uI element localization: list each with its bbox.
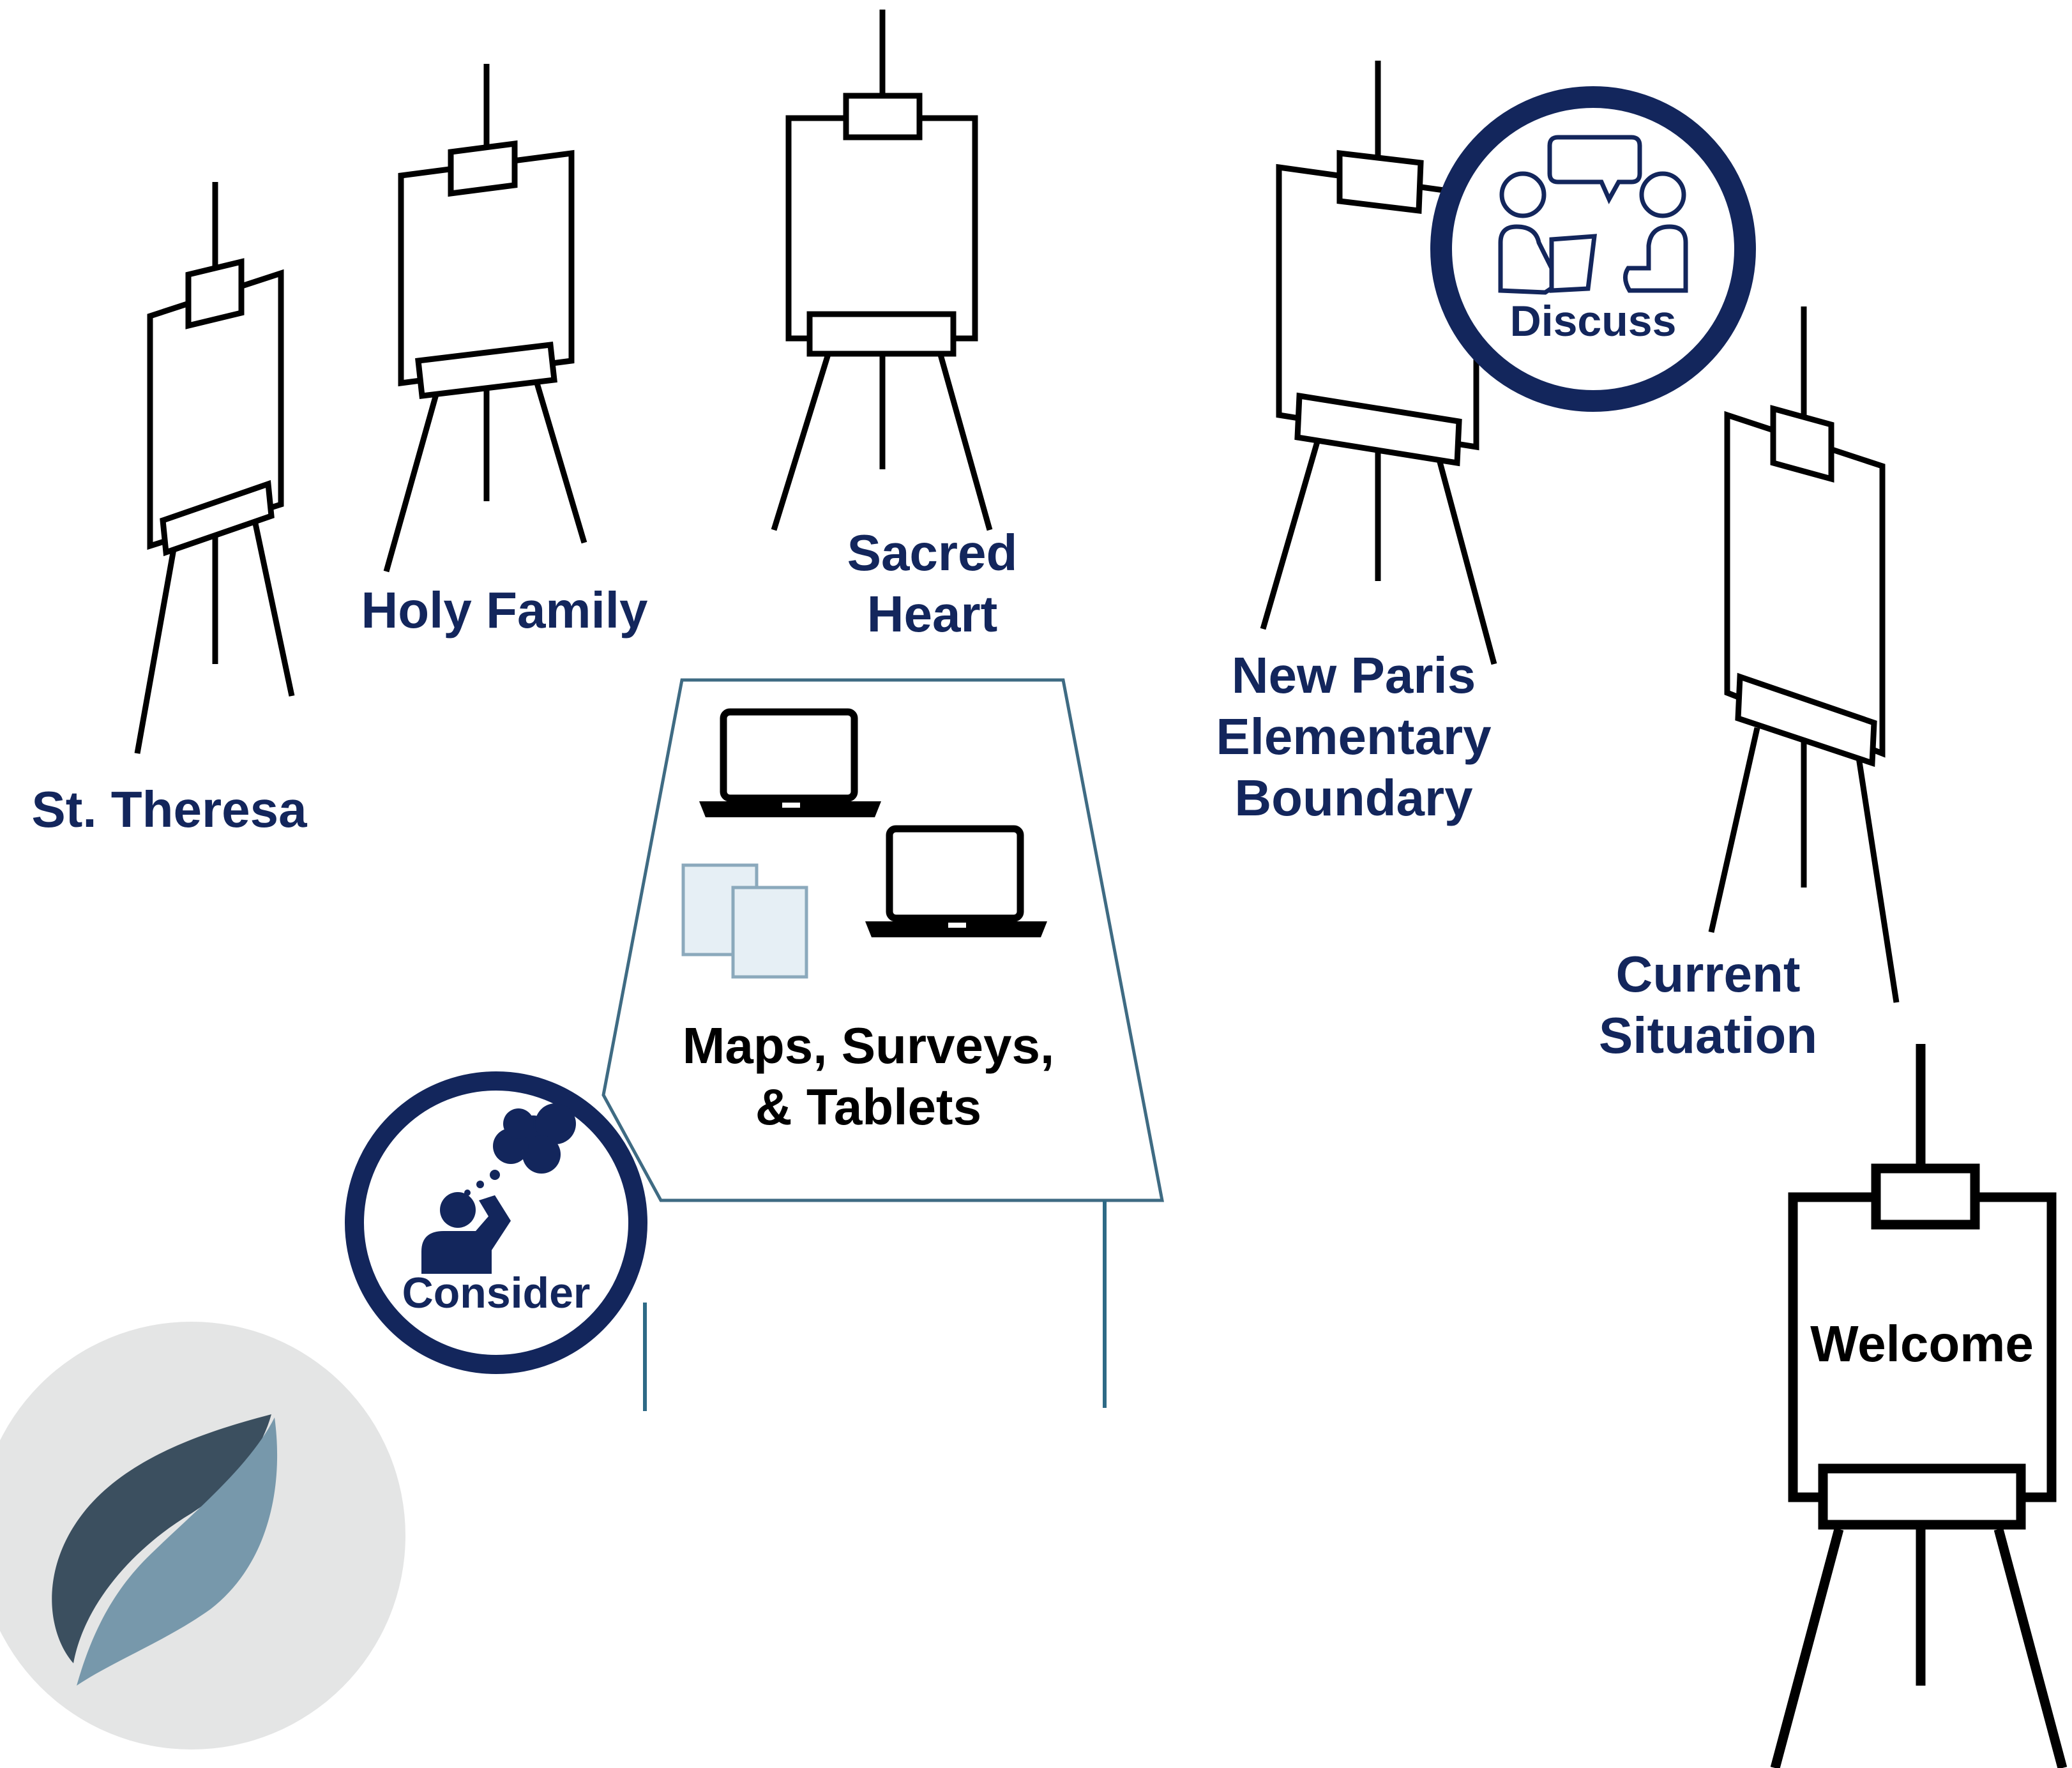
label-new-paris-line3: Boundary: [1234, 769, 1473, 826]
easel-st-theresa: [134, 182, 295, 754]
label-table-line2: & Tablets: [755, 1078, 982, 1135]
conversation-icon: [1498, 135, 1688, 295]
label-current-situation-line2: Situation: [1598, 1007, 1818, 1064]
label-sacred-heart-line2: Heart: [866, 586, 998, 642]
papers-icon: [681, 863, 808, 979]
consider-badge: [345, 1071, 647, 1374]
easel-welcome: [1770, 1044, 2068, 1768]
thinking-person-icon: [421, 1103, 576, 1274]
label-table: Maps, Surveys, & Tablets: [639, 1015, 1098, 1138]
laptop-icon: [865, 825, 1047, 937]
discuss-badge: [1430, 86, 1756, 412]
easel-new-paris: [1260, 61, 1497, 665]
label-table-line1: Maps, Surveys,: [682, 1017, 1055, 1074]
label-current-situation-line1: Current: [1615, 946, 1801, 1002]
laptop-icon: [699, 708, 881, 817]
label-sacred-heart: Sacred Heart: [805, 522, 1060, 645]
easel-holy-family: [383, 64, 587, 573]
label-new-paris-line2: Elementary: [1216, 708, 1492, 765]
label-new-paris: New Paris Elementary Boundary: [1188, 645, 1520, 829]
label-new-paris-line1: New Paris: [1231, 647, 1476, 704]
easel-current-situation: [1708, 306, 1900, 1003]
consider-label: Consider: [402, 1269, 591, 1317]
label-sacred-heart-line1: Sacred: [847, 524, 1018, 581]
leaf-logo-icon: [0, 1322, 405, 1749]
label-welcome: Welcome: [1810, 1315, 2034, 1372]
label-current-situation: Current Situation: [1564, 944, 1852, 1066]
label-holy-family: Holy Family: [361, 582, 648, 638]
label-st-theresa: St. Theresa: [31, 781, 307, 838]
easel-sacred-heart: [771, 10, 993, 531]
discuss-label: Discuss: [1509, 297, 1677, 345]
